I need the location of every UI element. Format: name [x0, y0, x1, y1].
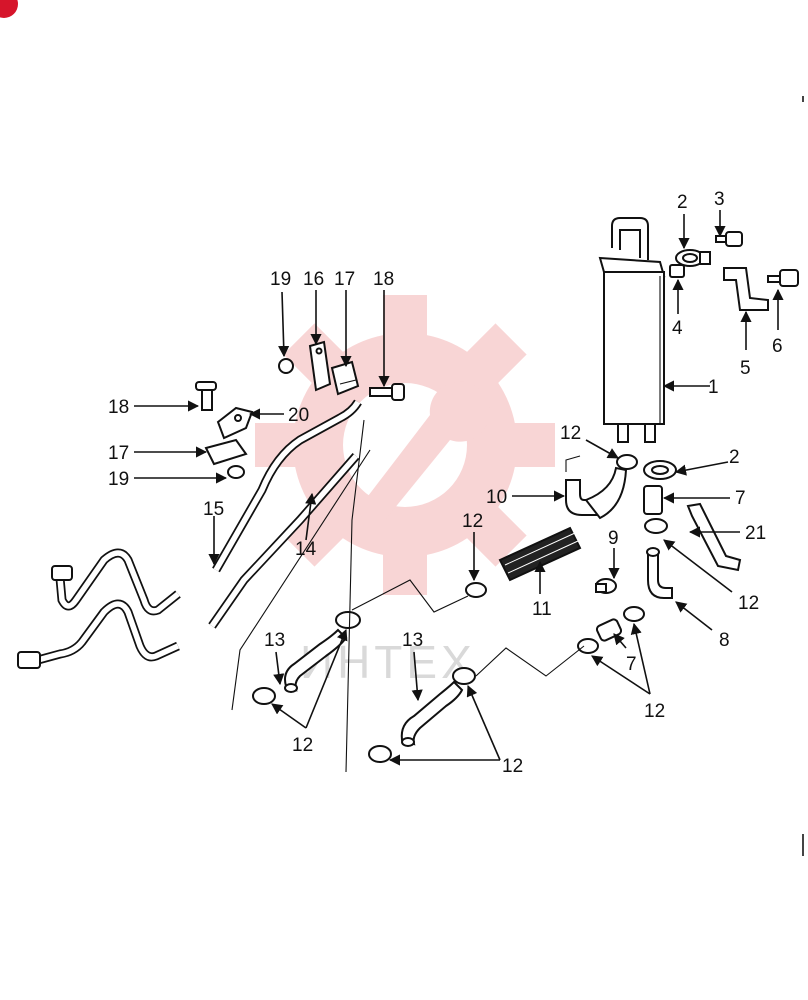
hose-clamp-part	[577, 638, 599, 654]
elbow-hose-part	[565, 466, 628, 520]
oil-cooler-part	[598, 217, 666, 443]
callout-1: 1	[708, 377, 719, 398]
nut-part	[278, 358, 294, 374]
hose-clamp-part	[644, 518, 668, 534]
clip-part	[330, 360, 360, 396]
oil-line-part	[208, 399, 362, 629]
callout-13-right: 13	[402, 630, 423, 651]
hose-clamp-part	[623, 606, 645, 622]
callout-12-top: 12	[560, 423, 581, 444]
hose-clamp-part	[335, 611, 361, 629]
callout-19-left: 19	[108, 469, 129, 490]
short-hose-part	[643, 485, 663, 515]
bolt-part	[767, 269, 799, 287]
scan-specks	[802, 96, 804, 856]
callout-12-lower-left: 12	[292, 735, 313, 756]
callout-10: 10	[486, 487, 507, 508]
bracket-part	[686, 502, 742, 572]
callout-20: 20	[288, 405, 309, 426]
callout-7-lower: 7	[626, 654, 637, 675]
hose-clamp-part	[465, 582, 487, 598]
callout-9: 9	[608, 528, 619, 549]
callout-12-right: 12	[738, 593, 759, 614]
callout-7-upper: 7	[735, 488, 746, 509]
callout-19-top: 19	[270, 269, 291, 290]
callout-17-top: 17	[334, 269, 355, 290]
callout-14: 14	[295, 539, 317, 560]
bracket-part	[723, 267, 769, 311]
clip-part	[204, 438, 248, 466]
clamp-part	[643, 460, 677, 480]
nut-part	[227, 465, 245, 479]
callout-17-left: 17	[108, 443, 129, 464]
hose-clamp-part	[452, 667, 476, 685]
oil-line-part	[17, 548, 181, 669]
callout-12-center: 12	[462, 511, 483, 532]
hose-clamp-part	[595, 578, 617, 594]
nut-part	[669, 264, 685, 278]
callout-16: 16	[303, 269, 324, 290]
clamp-part	[675, 249, 711, 267]
watermark-gear-icon	[255, 295, 555, 595]
callout-3: 3	[714, 189, 725, 210]
bolt-part	[715, 231, 743, 247]
bracket-plate-part	[216, 406, 254, 440]
callout-6: 6	[772, 336, 783, 357]
callout-15: 15	[203, 499, 224, 520]
callout-18-left: 18	[108, 397, 129, 418]
bolt-part	[195, 381, 217, 411]
curved-hose-part	[400, 680, 464, 747]
callout-12-bottom: 12	[502, 756, 523, 777]
callout-13-left: 13	[264, 630, 285, 651]
leader-arrows	[134, 210, 784, 766]
elbow-hose-part	[646, 547, 673, 599]
callout-18-top: 18	[373, 269, 394, 290]
callout-2-top: 2	[677, 192, 688, 213]
callout-11: 11	[532, 599, 552, 620]
callout-8: 8	[719, 630, 730, 651]
callout-2-lower: 2	[729, 447, 740, 468]
hose-clamp-part	[252, 687, 276, 705]
callout-21: 21	[745, 523, 766, 544]
callout-labels: 1 2 3 4 5 6 2 7 21 12 8 9 11 10 12 12 7 …	[108, 189, 783, 777]
hose-clamp-part	[368, 745, 392, 763]
callout-4: 4	[672, 318, 683, 339]
bolt-part	[369, 383, 405, 401]
hose-clamp-part	[616, 454, 638, 470]
corner-badge-icon	[0, 0, 18, 18]
callout-12-lower-right: 12	[644, 701, 665, 722]
callout-5: 5	[740, 358, 751, 379]
corrugated-hose-part	[498, 526, 582, 582]
routing-lines	[231, 419, 585, 773]
